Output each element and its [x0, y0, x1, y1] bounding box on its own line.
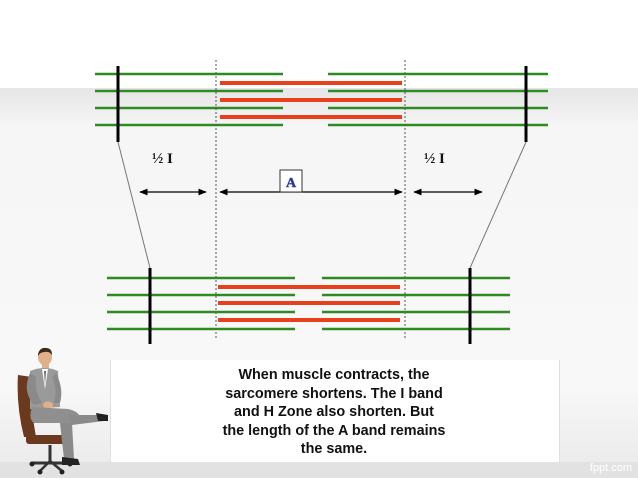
z-line-projection-right — [469, 141, 527, 269]
caption-line: sarcomere shortens. The I band — [225, 385, 443, 402]
thin-filaments-left — [95, 72, 283, 127]
background-footer-band — [0, 462, 638, 478]
caption-line: the length of the A band remains — [222, 422, 446, 439]
caption-line: and H Zone also shorten. But — [234, 404, 434, 420]
caption-line: the same. — [300, 441, 368, 457]
half-i-label-left: ½ I — [152, 151, 173, 167]
thick-filaments-contracted — [218, 285, 400, 322]
caption-line: When muscle contracts, the — [238, 367, 430, 383]
caption-text: When muscle contracts, the sarcomere sho… — [196, 366, 472, 459]
watermark: fppt.com — [589, 462, 632, 474]
a-band-label: A — [286, 176, 297, 191]
half-i-label-right: ½ I — [424, 151, 445, 167]
contracted-sarcomere — [107, 268, 510, 344]
a-band-label-box — [279, 169, 303, 193]
thin-filaments-right — [328, 72, 548, 127]
thick-filaments — [220, 81, 402, 119]
thin-filaments-right-contracted — [322, 276, 510, 331]
seated-man-illustration — [17, 347, 108, 475]
caption-box — [110, 360, 560, 462]
thin-filaments-left-contracted — [107, 276, 295, 331]
relaxed-sarcomere — [95, 66, 548, 142]
z-line-projection-left — [117, 141, 151, 269]
